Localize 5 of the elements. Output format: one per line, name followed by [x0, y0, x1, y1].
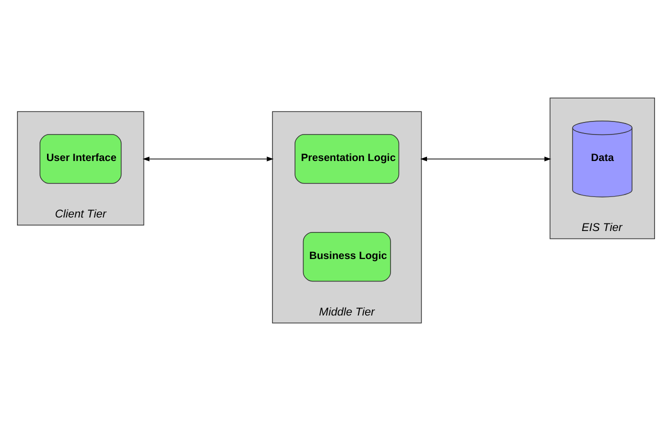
node-box: User Interface [40, 134, 122, 184]
arrow [142, 156, 274, 162]
node-box: Presentation Logic [294, 134, 400, 184]
arrow [420, 156, 552, 162]
node-box: Business Logic [302, 232, 391, 282]
